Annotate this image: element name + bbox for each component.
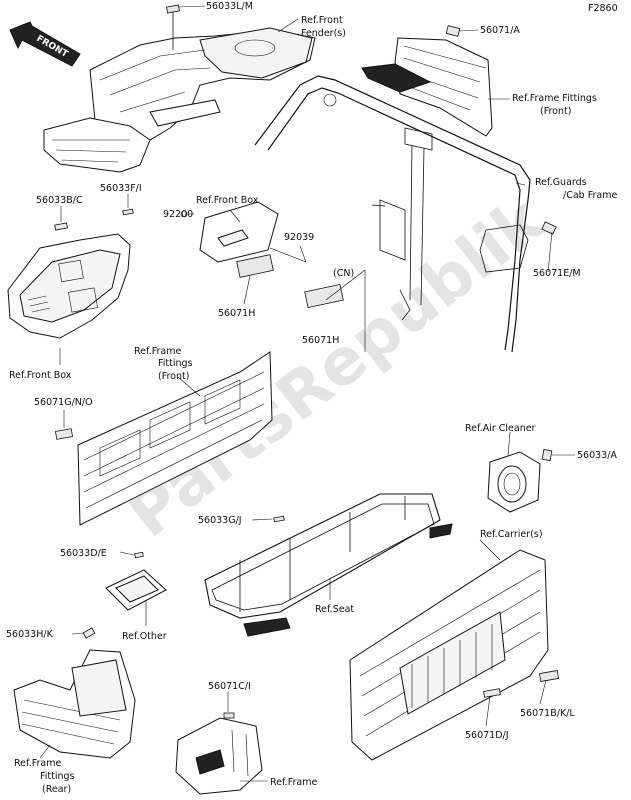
front-fender-assembly — [43, 4, 316, 173]
label-56033L-M — [166, 4, 180, 14]
label-text-ref-frame-fittings-rear-3: (Rear) — [42, 784, 71, 795]
label-text-ref-frame-fittings-rear-2: Fittings — [40, 771, 75, 782]
label-text-ref-guards: Ref.Guards — [535, 177, 587, 188]
label-56071D-J — [483, 688, 501, 698]
other-plate — [105, 551, 167, 611]
part-labels: 56033L/M Ref.Front Fender(s) 56071/A Ref… — [6, 1, 617, 795]
label-56033G-J — [273, 515, 285, 523]
label-56033F-I — [122, 208, 134, 216]
label-56033D-E — [134, 551, 144, 559]
label-56071C-I — [223, 712, 235, 719]
label-56033B-C — [54, 222, 68, 231]
label-text-ref-front-fender: Ref.Front — [301, 15, 343, 26]
label-56071E-M — [541, 221, 557, 235]
label-56071B-K-L — [538, 670, 560, 682]
label-text-ref-frame-fittings-mid-2: Fittings — [158, 358, 193, 369]
front-box-dash — [7, 208, 134, 339]
label-text-56033L-M: 56033L/M — [206, 1, 253, 12]
label-text-ref-front-box-top: Ref.Front Box — [196, 195, 259, 206]
label-text-56033-A: 56033/A — [577, 450, 617, 461]
label-text-cn: (CN) — [333, 268, 354, 279]
label-text-56071C-I: 56071C/I — [208, 681, 251, 692]
label-text-56033D-E: 56033D/E — [60, 548, 107, 559]
frame-fittings-front-panel — [54, 351, 273, 526]
label-text-56071D-J: 56071D/J — [465, 730, 509, 741]
carrier-panel — [349, 549, 560, 761]
label-text-56033H-K: 56033H/K — [6, 629, 54, 640]
label-text-ref-seat: Ref.Seat — [315, 604, 354, 615]
label-text-ref-frame-fittings-rear: Ref.Frame — [14, 758, 61, 769]
label-text-56071B-K-L: 56071B/K/L — [520, 708, 575, 719]
label-text-ref-air-cleaner: Ref.Air Cleaner — [465, 423, 536, 434]
label-text-56071E-M: 56071E/M — [533, 268, 581, 279]
label-text-56071H-cn: 56071H — [302, 335, 339, 346]
label-56071G-N-O — [54, 428, 74, 440]
label-56033-A — [541, 448, 553, 462]
air-cleaner — [487, 448, 553, 513]
label-text-ref-other: Ref.Other — [122, 631, 167, 642]
front-box-lid — [180, 201, 344, 309]
label-text-56033B-C: 56033B/C — [36, 195, 83, 206]
label-text-ref-carriers: Ref.Carrier(s) — [480, 529, 543, 540]
label-text-56033G-J: 56033G/J — [198, 515, 242, 526]
front-arrow: FRONT — [9, 21, 81, 67]
leader-lines — [39, 5, 575, 782]
label-text-56071H: 56071H — [218, 308, 255, 319]
label-text-ref-frame-fittings-mid: Ref.Frame — [134, 346, 181, 357]
frame-fittings-rear — [13, 627, 136, 759]
diagram-code: F2860 — [588, 3, 618, 14]
label-text-56071G-N-O: 56071G/N/O — [34, 397, 93, 408]
label-text-ref-frame-fittings-front: Ref.Frame Fittings — [512, 93, 597, 104]
label-text-92039: 92039 — [284, 232, 314, 243]
frame-bracket — [175, 712, 263, 795]
label-56071H-cn — [304, 283, 344, 309]
frame-fittings-front-bracket — [361, 25, 493, 137]
label-text-ref-frame-fittings-mid-3: (Front) — [158, 371, 189, 382]
label-text-ref-front-fender-2: Fender(s) — [301, 28, 346, 39]
label-56033H-K — [82, 627, 96, 639]
label-text-56033F-I: 56033F/I — [100, 183, 142, 194]
label-text-ref-frame: Ref.Frame — [270, 777, 317, 788]
label-text-56071-A: 56071/A — [480, 25, 520, 36]
label-56071H — [236, 254, 274, 278]
label-text-ref-frame-fittings-front-2: (Front) — [540, 106, 571, 117]
label-text-ref-front-box-left: Ref.Front Box — [9, 370, 72, 381]
label-56071-A — [445, 25, 461, 37]
guards-cab-frame — [254, 75, 557, 353]
seat-frame — [204, 493, 453, 637]
label-text-92200: 92200 — [163, 209, 193, 220]
label-text-ref-guards-2: /Cab Frame — [563, 190, 617, 201]
